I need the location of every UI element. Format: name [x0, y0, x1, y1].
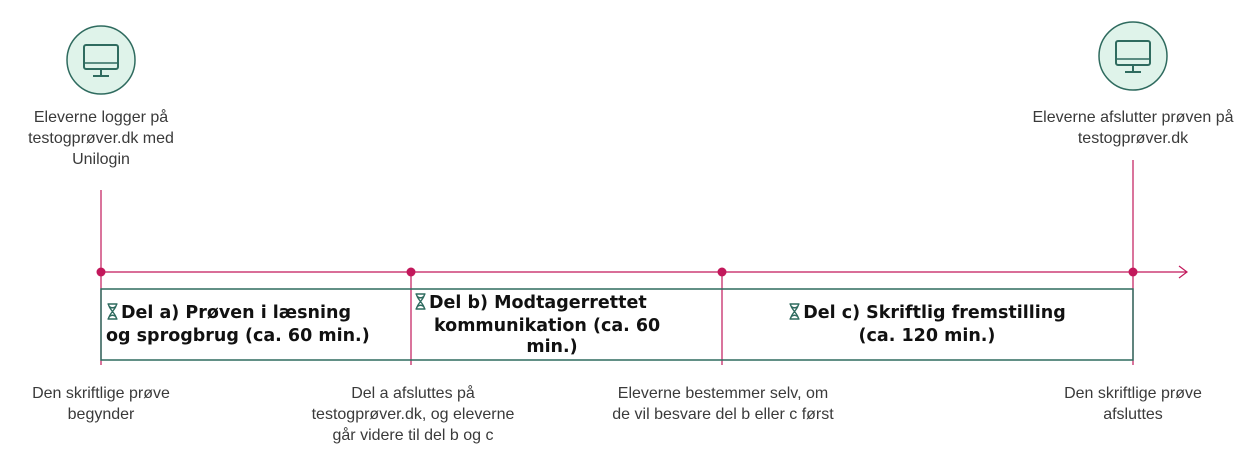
timeline-arrowhead	[1178, 265, 1188, 279]
segment-a-line2: og sprogbrug (ca. 60 min.)	[106, 326, 370, 346]
segment-b-line1: Del b) Modtagerrettet	[429, 293, 647, 313]
milestone-caption-1: Den skriftlige prøve begynder	[32, 385, 170, 423]
computer-monitor-icon	[1097, 20, 1169, 92]
segment-a-line1: Del a) Prøven i læsning	[121, 303, 351, 323]
segment-c-line1: Del c) Skriftlig fremstilling	[803, 303, 1066, 323]
computer-monitor-icon	[65, 24, 137, 96]
segment-a-title: Del a) Prøven i læsning og sprogbrug (ca…	[106, 303, 409, 347]
segments-box	[100, 288, 1134, 361]
milestone-caption-4: Den skriftlige prøve afsluttes	[1064, 385, 1202, 423]
segment-b-title: Del b) Modtagerrettet kommunikation (ca.…	[414, 293, 720, 358]
end-text: Eleverne afslutter prøven på testogprøve…	[1032, 109, 1234, 147]
milestone-dot	[406, 267, 416, 277]
segment-b-line2: kommunikation (ca. 60	[434, 316, 661, 336]
hourglass-icon	[414, 293, 427, 316]
milestone-caption-2: Del a afsluttes på testogprøver.dk, og e…	[311, 385, 515, 444]
hourglass-icon	[788, 303, 801, 326]
segment-c-title: Del c) Skriftlig fremstilling (ca. 120 m…	[724, 303, 1130, 347]
milestone-dot	[1128, 267, 1138, 277]
hourglass-icon	[106, 303, 119, 326]
milestone-dot	[96, 267, 106, 277]
segment-c-line2: (ca. 120 min.)	[858, 326, 996, 346]
milestone-caption-3: Eleverne bestemmer selv, om de vil besva…	[612, 385, 834, 423]
milestone-dot	[717, 267, 727, 277]
segment-b-line3: min.)	[526, 337, 578, 357]
start-text: Eleverne logger på testogprøver.dk med U…	[28, 109, 174, 168]
